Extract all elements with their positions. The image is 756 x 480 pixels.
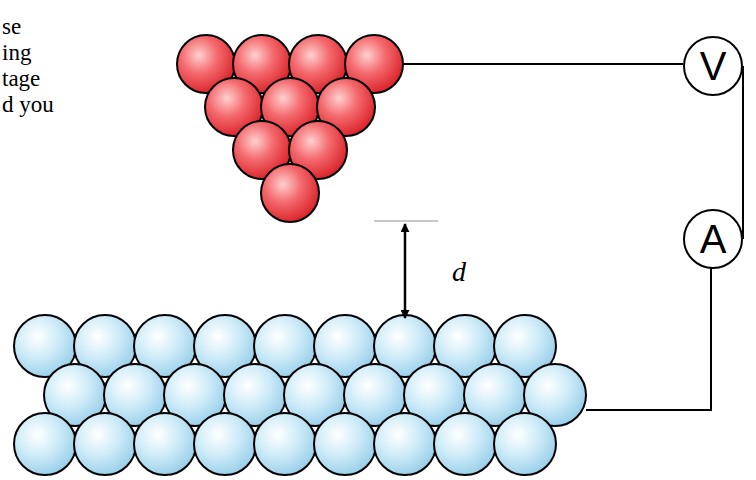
atom	[374, 413, 436, 475]
stm-tip	[177, 35, 403, 222]
atom	[261, 164, 319, 222]
text-fragment: tage	[2, 66, 40, 92]
distance-label: d	[452, 256, 466, 288]
atom	[14, 413, 76, 475]
atom	[254, 413, 316, 475]
circuit-wire	[742, 66, 744, 239]
distance-arrow	[404, 224, 407, 318]
sample-surface	[14, 315, 586, 475]
atom	[494, 413, 556, 475]
meter-symbol: A	[700, 219, 727, 259]
atom	[194, 413, 256, 475]
circuit-wire	[400, 64, 711, 410]
meter-circle: A	[683, 209, 743, 269]
meter-circle: V	[683, 36, 743, 96]
reference-tick	[374, 220, 438, 222]
atom	[134, 413, 196, 475]
meter-symbol: V	[700, 46, 727, 86]
atom	[434, 413, 496, 475]
atom	[74, 413, 136, 475]
atom	[314, 413, 376, 475]
text-fragment: se	[2, 14, 21, 40]
text-fragment: d you	[2, 92, 54, 118]
text-fragment: ing	[2, 40, 31, 66]
